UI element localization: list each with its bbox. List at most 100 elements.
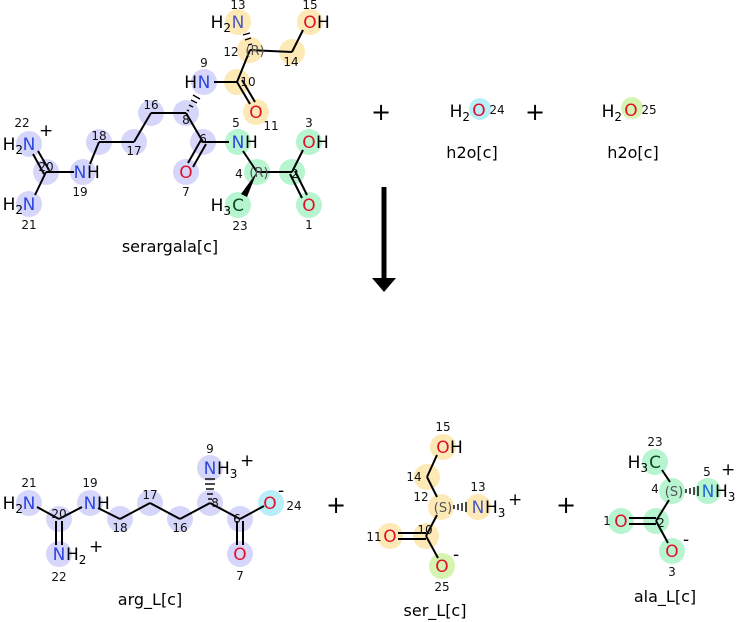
svg-text:N: N <box>23 494 36 514</box>
molecule-name: h2o[c] <box>607 143 658 162</box>
svg-text:3: 3 <box>305 116 313 130</box>
svg-text:-: - <box>278 481 284 501</box>
plus-sign: + <box>371 98 391 126</box>
svg-text:H2: H2 <box>450 102 470 124</box>
svg-text:O: O <box>665 542 678 562</box>
svg-text:N: N <box>232 13 245 33</box>
svg-text:-: - <box>683 530 689 550</box>
molecule-water-2: H2 O 25 h2o[c] <box>602 97 659 162</box>
svg-text:23: 23 <box>647 435 662 449</box>
svg-text:15: 15 <box>435 420 450 434</box>
svg-text:15: 15 <box>302 0 317 12</box>
svg-text:4: 4 <box>235 167 243 181</box>
molecule-name: h2o[c] <box>446 143 497 162</box>
svg-text:O: O <box>302 196 315 216</box>
plus-sign: + <box>326 491 346 519</box>
svg-text:12: 12 <box>223 45 238 59</box>
svg-text:24: 24 <box>489 103 504 117</box>
svg-text:N: N <box>53 545 66 565</box>
molecule-ser-l: 15 O H 14 (S) 12 13 N H3 + 10 O 11 O - 2… <box>366 420 522 621</box>
svg-text:4: 4 <box>651 482 659 496</box>
svg-text:O: O <box>249 103 262 123</box>
svg-text:1: 1 <box>305 218 313 232</box>
atom-labels: 23 H3 C (S) 4 5 N H3 + 2 O 1 O - 3 <box>603 435 735 579</box>
svg-text:(R): (R) <box>249 166 268 181</box>
svg-text:6: 6 <box>233 512 241 526</box>
svg-text:19: 19 <box>82 476 97 490</box>
svg-text:16: 16 <box>172 521 187 535</box>
svg-text:21: 21 <box>21 476 36 490</box>
plus-sign: + <box>525 98 545 126</box>
svg-text:8: 8 <box>211 496 219 510</box>
svg-text:+: + <box>39 121 53 141</box>
molecule-serargala: 22 H2 N + 20 H2 N 21 N H 19 18 17 16 8 9… <box>3 0 330 256</box>
svg-text:+: + <box>89 537 103 557</box>
svg-text:17: 17 <box>142 488 157 502</box>
svg-text:14: 14 <box>406 470 421 484</box>
bonds <box>32 29 308 199</box>
svg-text:2: 2 <box>291 167 299 181</box>
svg-text:9: 9 <box>206 442 214 456</box>
svg-text:24: 24 <box>286 499 301 513</box>
svg-text:H2: H2 <box>3 135 23 157</box>
svg-text:21: 21 <box>21 218 36 232</box>
svg-text:11: 11 <box>366 530 381 544</box>
bonds <box>398 454 467 559</box>
svg-text:5: 5 <box>703 465 711 479</box>
svg-text:H: H <box>184 73 197 93</box>
svg-text:H: H <box>97 494 110 514</box>
svg-text:(R): (R) <box>245 44 264 59</box>
atom-highlights <box>608 449 721 564</box>
svg-text:H2: H2 <box>3 195 23 217</box>
svg-text:H3: H3 <box>217 459 237 481</box>
svg-text:9: 9 <box>200 56 208 70</box>
svg-text:8: 8 <box>182 113 190 127</box>
plus-sign: + <box>556 491 576 519</box>
svg-text:H3: H3 <box>628 453 648 475</box>
svg-text:3: 3 <box>668 565 676 579</box>
svg-text:O: O <box>302 133 315 153</box>
svg-text:O: O <box>179 163 192 183</box>
svg-text:13: 13 <box>470 480 485 494</box>
svg-text:H3: H3 <box>211 196 231 218</box>
svg-text:H2: H2 <box>211 13 231 35</box>
svg-text:H2: H2 <box>66 545 86 567</box>
svg-text:N: N <box>232 133 245 153</box>
svg-text:O: O <box>383 527 396 547</box>
svg-text:25: 25 <box>434 580 449 594</box>
molecule-name: serargala[c] <box>122 237 218 256</box>
svg-text:H3: H3 <box>715 482 735 504</box>
svg-text:20: 20 <box>51 507 66 521</box>
svg-text:N: N <box>23 135 36 155</box>
svg-text:O: O <box>263 494 276 514</box>
svg-text:O: O <box>233 545 246 565</box>
svg-text:N: N <box>23 195 36 215</box>
svg-text:O: O <box>614 512 627 532</box>
svg-text:16: 16 <box>143 98 158 112</box>
svg-text:N: N <box>204 459 217 479</box>
svg-text:23: 23 <box>232 219 247 233</box>
svg-text:19: 19 <box>72 185 87 199</box>
svg-text:O: O <box>624 101 637 121</box>
svg-text:6: 6 <box>199 132 207 146</box>
svg-text:N: N <box>702 482 715 502</box>
molecule-water-1: H2 O 24 h2o[c] <box>446 98 505 162</box>
down-arrow-icon <box>372 187 396 292</box>
svg-text:(S): (S) <box>665 485 683 500</box>
molecule-name: ala_L[c] <box>634 587 696 607</box>
svg-text:12: 12 <box>413 490 428 504</box>
svg-text:10: 10 <box>240 75 255 89</box>
svg-text:N: N <box>472 498 485 518</box>
svg-text:5: 5 <box>232 116 240 130</box>
molecule-name: arg_L[c] <box>118 590 182 610</box>
svg-text:13: 13 <box>230 0 245 12</box>
svg-text:17: 17 <box>126 144 141 158</box>
svg-text:25: 25 <box>641 103 656 117</box>
svg-text:O: O <box>435 557 448 577</box>
svg-text:H2: H2 <box>3 494 23 516</box>
bonds <box>36 478 265 545</box>
svg-text:7: 7 <box>182 185 190 199</box>
svg-text:N: N <box>74 163 87 183</box>
svg-text:H: H <box>317 13 330 33</box>
svg-text:+: + <box>240 451 254 471</box>
